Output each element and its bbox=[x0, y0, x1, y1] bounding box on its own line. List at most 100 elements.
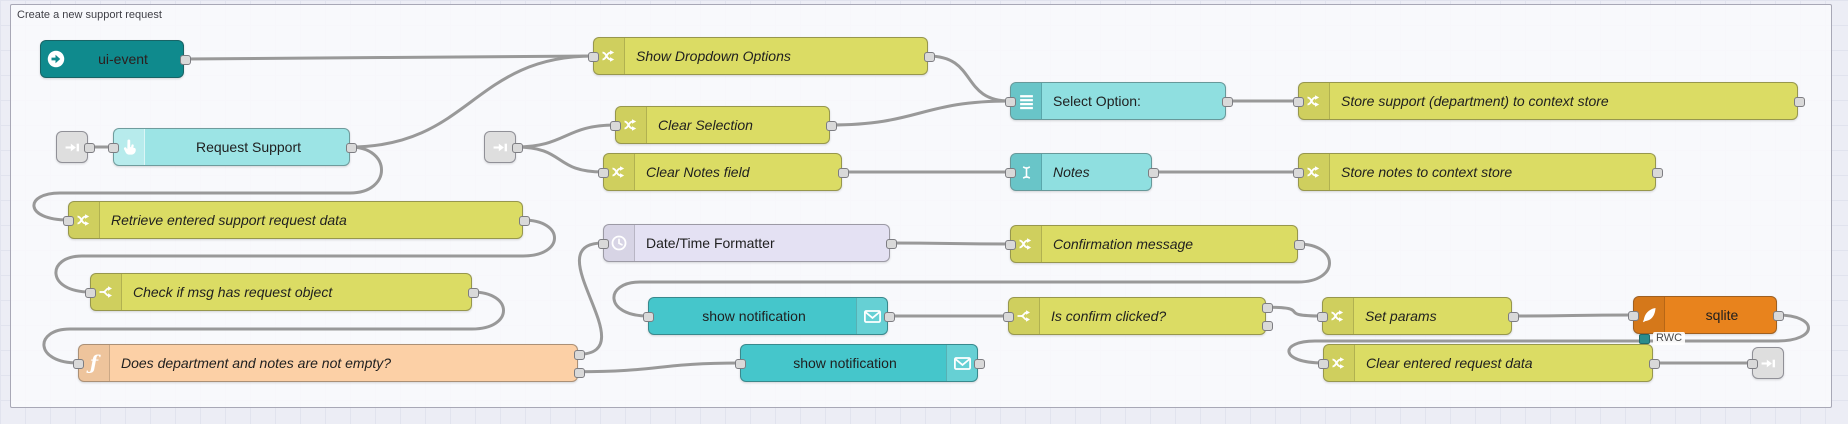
output-port-set-params[interactable] bbox=[1508, 312, 1519, 322]
output-port-ui-event[interactable] bbox=[180, 55, 191, 65]
output-port-link-in-1[interactable] bbox=[84, 143, 95, 153]
node-clear-entered[interactable]: Clear entered request data bbox=[1318, 344, 1660, 382]
input-port-link-out-1[interactable] bbox=[1747, 359, 1758, 369]
node-confirmation[interactable]: Confirmation message bbox=[1005, 225, 1305, 263]
node-set-params[interactable]: Set params bbox=[1317, 297, 1519, 335]
input-port-does-dept[interactable] bbox=[73, 359, 84, 369]
node-label-ui-event: ui-event bbox=[98, 51, 148, 67]
output-port-store-notes[interactable] bbox=[1652, 168, 1663, 178]
output-port-notes[interactable] bbox=[1148, 168, 1159, 178]
input-port-request-support[interactable] bbox=[108, 143, 119, 153]
wire-confirmation-to-show-notif-1[interactable] bbox=[612, 242, 1331, 318]
output-port-show-notif-2[interactable] bbox=[974, 359, 985, 369]
shuffle-icon bbox=[69, 202, 100, 238]
output-port-is-confirm-0[interactable] bbox=[1262, 303, 1273, 314]
node-link-in-2[interactable] bbox=[484, 131, 523, 163]
output-port-request-support[interactable] bbox=[346, 143, 357, 153]
node-notes[interactable]: Notes bbox=[1005, 153, 1159, 191]
output-port-datetime[interactable] bbox=[886, 239, 897, 249]
wire-link-in-2-to-clear-selection[interactable] bbox=[514, 123, 617, 149]
input-port-datetime[interactable] bbox=[598, 239, 609, 249]
node-request-support[interactable]: Request Support bbox=[108, 128, 357, 166]
wire-ui-event-to-show-dropdown[interactable] bbox=[182, 54, 595, 61]
link-icon bbox=[492, 139, 509, 156]
output-port-does-dept-0[interactable] bbox=[574, 350, 585, 361]
node-clear-notes[interactable]: Clear Notes field bbox=[598, 153, 849, 191]
wire-does-dept-to-show-notif-2[interactable] bbox=[576, 361, 742, 374]
output-port-show-dropdown[interactable] bbox=[924, 52, 935, 62]
node-show-notif-2[interactable]: show notification bbox=[735, 344, 985, 382]
input-port-sqlite[interactable] bbox=[1628, 311, 1639, 321]
function-icon: ƒ bbox=[79, 345, 110, 381]
switch-icon bbox=[91, 274, 122, 310]
wire-is-confirm-to-set-params[interactable] bbox=[1264, 305, 1324, 318]
node-store-support[interactable]: Store support (department) to context st… bbox=[1293, 82, 1805, 120]
output-port-confirmation[interactable] bbox=[1294, 240, 1305, 250]
output-port-clear-selection[interactable] bbox=[826, 121, 837, 131]
wire-check-msg-to-does-dept[interactable] bbox=[42, 290, 505, 365]
shuffle-icon bbox=[1011, 226, 1042, 262]
node-show-notif-1[interactable]: show notification bbox=[643, 297, 895, 335]
output-port-is-confirm-1[interactable] bbox=[1262, 320, 1273, 331]
input-port-notes[interactable] bbox=[1005, 168, 1016, 178]
link-icon bbox=[64, 139, 81, 156]
shuffle-icon bbox=[604, 154, 635, 190]
wire-show-dropdown-to-select-option[interactable] bbox=[926, 54, 1012, 103]
node-sqlite[interactable]: sqlite bbox=[1628, 296, 1784, 334]
output-port-show-notif-1[interactable] bbox=[884, 312, 895, 322]
input-port-show-notif-1[interactable] bbox=[643, 312, 654, 322]
input-port-show-notif-2[interactable] bbox=[735, 359, 746, 369]
output-port-does-dept-1[interactable] bbox=[574, 367, 585, 378]
input-port-show-dropdown[interactable] bbox=[588, 52, 599, 62]
input-port-store-notes[interactable] bbox=[1293, 168, 1304, 178]
node-ui-event[interactable]: ui-event bbox=[40, 40, 191, 78]
wire-datetime-to-confirmation[interactable] bbox=[888, 241, 1012, 246]
output-port-sqlite[interactable] bbox=[1773, 311, 1784, 321]
input-port-clear-entered[interactable] bbox=[1318, 359, 1329, 369]
link-icon bbox=[1760, 355, 1777, 372]
node-is-confirm[interactable]: Is confirm clicked? bbox=[1003, 297, 1273, 335]
node-check-msg[interactable]: Check if msg has request object bbox=[85, 273, 479, 311]
output-port-clear-entered[interactable] bbox=[1649, 359, 1660, 369]
node-datetime[interactable]: Date/Time Formatter bbox=[598, 224, 897, 262]
input-port-set-params[interactable] bbox=[1317, 312, 1328, 322]
node-label-notes: Notes bbox=[1053, 164, 1090, 180]
wire-request-support-to-show-dropdown[interactable] bbox=[348, 54, 595, 149]
input-port-clear-selection[interactable] bbox=[610, 121, 621, 131]
status-text: RWC bbox=[1653, 332, 1686, 345]
node-does-dept[interactable]: ƒ Does department and notes are not empty… bbox=[73, 344, 585, 382]
node-link-out-1[interactable] bbox=[1747, 347, 1784, 379]
output-port-link-in-2[interactable] bbox=[512, 143, 523, 153]
wire-sqlite-to-clear-entered[interactable] bbox=[1287, 313, 1810, 365]
wire-link-in-2-to-clear-notes[interactable] bbox=[514, 145, 605, 174]
wire-clear-selection-to-select-option[interactable] bbox=[828, 99, 1012, 127]
output-port-select-option[interactable] bbox=[1222, 97, 1233, 107]
input-port-confirmation[interactable] bbox=[1005, 240, 1016, 250]
node-clear-selection[interactable]: Clear Selection bbox=[610, 106, 837, 144]
wire-request-support-to-retrieve[interactable] bbox=[32, 145, 383, 222]
shuffle-icon bbox=[616, 107, 647, 143]
input-port-clear-notes[interactable] bbox=[598, 168, 609, 178]
output-port-store-support[interactable] bbox=[1794, 97, 1805, 107]
node-label-is-confirm: Is confirm clicked? bbox=[1051, 308, 1167, 324]
wire-set-params-to-sqlite[interactable] bbox=[1510, 313, 1635, 318]
wire-does-dept-to-datetime[interactable] bbox=[576, 241, 605, 356]
node-label-sqlite: sqlite bbox=[1705, 307, 1739, 323]
node-link-in-1[interactable] bbox=[56, 131, 95, 163]
envelope-icon bbox=[946, 345, 977, 381]
input-port-check-msg[interactable] bbox=[85, 288, 96, 298]
output-port-retrieve[interactable] bbox=[519, 216, 530, 226]
wire-retrieve-to-check-msg[interactable] bbox=[54, 218, 556, 294]
node-select-option[interactable]: Select Option: bbox=[1005, 82, 1233, 120]
input-port-store-support[interactable] bbox=[1293, 97, 1304, 107]
input-port-select-option[interactable] bbox=[1005, 97, 1016, 107]
input-port-is-confirm[interactable] bbox=[1003, 312, 1014, 322]
input-port-retrieve[interactable] bbox=[63, 216, 74, 226]
output-port-check-msg[interactable] bbox=[468, 288, 479, 298]
output-port-clear-notes[interactable] bbox=[838, 168, 849, 178]
node-store-notes[interactable]: Store notes to context store bbox=[1293, 153, 1663, 191]
node-label-does-dept: Does department and notes are not empty? bbox=[121, 355, 392, 371]
node-retrieve[interactable]: Retrieve entered support request data bbox=[63, 201, 530, 239]
node-show-dropdown[interactable]: Show Dropdown Options bbox=[588, 37, 935, 75]
